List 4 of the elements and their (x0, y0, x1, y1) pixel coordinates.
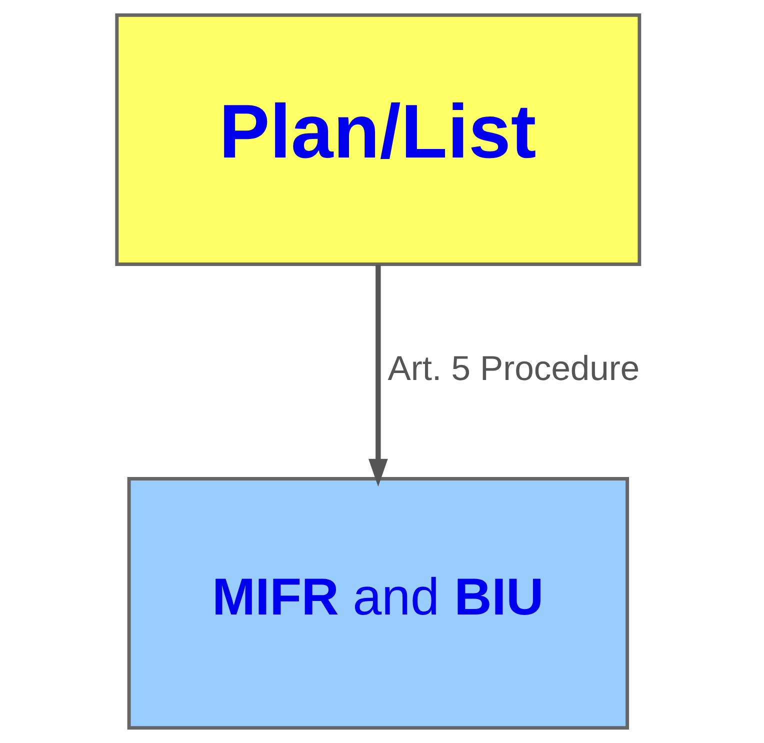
arrow (368, 264, 388, 487)
node-box: Plan/List (114, 13, 641, 266)
node-box: MIFR and BIU (126, 477, 629, 730)
edge-label: Art. 5 Procedure (387, 350, 640, 388)
